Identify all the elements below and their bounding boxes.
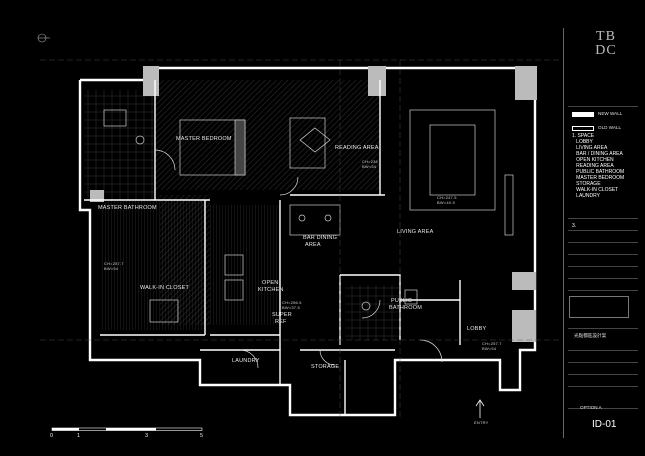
- height-note: CH=236: [362, 159, 378, 164]
- room-label-reading-area: READING AREA: [335, 145, 379, 151]
- height-note: BW=40.5: [437, 200, 455, 205]
- outer-walls: [78, 66, 537, 417]
- company-logo: TB DC: [588, 30, 624, 58]
- scale-bar: [51, 427, 203, 431]
- height-note: CH=257.7: [104, 261, 124, 266]
- height-note: BW=54: [482, 346, 497, 351]
- sheet-number: ID-01: [592, 419, 617, 430]
- corridor-hatch: [160, 195, 210, 325]
- height-note: BW=54: [362, 164, 377, 169]
- height-note: BW=37.5: [282, 305, 300, 310]
- scale-tick-label: 0: [50, 433, 54, 439]
- room-label-master-bathroom: MASTER BATHROOM: [98, 205, 157, 211]
- grid-lines: [40, 59, 560, 420]
- height-note: CH=256.5: [282, 300, 302, 305]
- room-label-master-bedroom: MASTER BEDROOM: [176, 136, 232, 142]
- title-block: [563, 28, 642, 438]
- room-label-laundry: LAUNDRY: [232, 358, 260, 364]
- interior-walls: [84, 80, 461, 415]
- room-label-kitchen: KITCHEN: [258, 287, 284, 293]
- room-label-ref: REF: [275, 319, 287, 325]
- legend-new-wall: NEW WALL: [598, 111, 623, 116]
- logo-line-1: TB: [596, 29, 616, 44]
- room-label-lobby: LOBBY: [467, 326, 487, 332]
- project-name: 光點都區設計案: [574, 333, 607, 338]
- entry-arrow: [475, 399, 485, 418]
- height-note: CH=247.5: [437, 195, 457, 200]
- furniture: [103, 109, 514, 323]
- height-note: CH=257.7: [482, 341, 502, 346]
- scale-tick-label: 1: [77, 433, 81, 439]
- old-wall-swatch: [572, 126, 594, 131]
- legend-old-wall: OLD WALL: [598, 125, 622, 130]
- space-notes: 1. SPACE LOBBY LIVING AREA BAR / DINING …: [572, 133, 625, 229]
- room-label-bathroom: BATHROOM: [389, 305, 422, 311]
- north-arrow-icon: [37, 33, 50, 43]
- scale-tick-label: 3: [145, 433, 149, 439]
- option-label: OPTION A: [580, 405, 602, 410]
- new-wall-swatch: [572, 112, 594, 117]
- bedroom-floor-hatch: [155, 80, 380, 190]
- room-label-living-area: LIVING AREA: [397, 229, 434, 235]
- doors: [154, 149, 443, 369]
- room-label-super: SUPER: [272, 312, 292, 318]
- logo-line-2: DC: [595, 43, 617, 58]
- room-label-storage: STORAGE: [311, 364, 340, 370]
- room-label-entry: ENTRY: [474, 420, 489, 425]
- master-bath-tile: [84, 90, 154, 200]
- room-label-walk-in-closet: WALK-IN CLOSET: [140, 285, 190, 291]
- bathroom-tile: [345, 285, 400, 340]
- columns: [90, 66, 537, 342]
- kitchen-floor: [210, 205, 280, 325]
- room-label-bar-dining: BAR DINING: [303, 235, 338, 241]
- room-label-open: OPEN: [262, 280, 279, 286]
- scale-tick-label: 5: [200, 433, 204, 439]
- room-label-public: PUBLIC: [391, 298, 413, 304]
- room-label-bar-dining-area: AREA: [305, 242, 321, 248]
- company-box: [569, 296, 629, 318]
- height-note: BW=54: [104, 266, 119, 271]
